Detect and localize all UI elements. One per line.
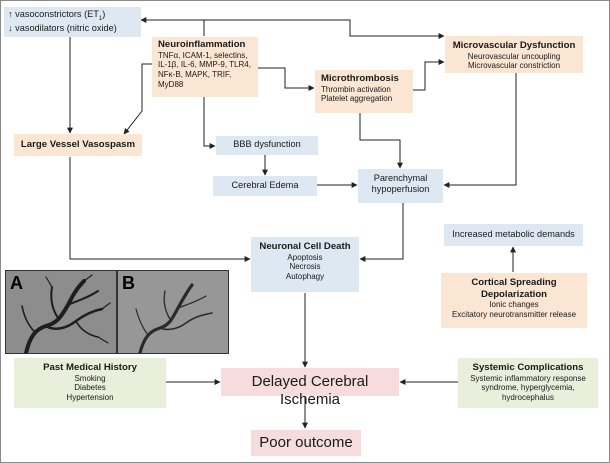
hypoperfusion-line: Parenchymal (373, 173, 428, 183)
neuroinflammation-box: Neuroinflammation TNFα, ICAM-1, selectin… (152, 37, 258, 97)
dci-label: Delayed Cerebral Ischemia (251, 373, 369, 409)
neuroinflammation-title: Neuroinflammation (158, 39, 246, 50)
systemic-line: hydrocephalus (501, 393, 555, 403)
microvascular-line: Microvascular constriction (467, 61, 561, 71)
arrow-hypoperfusion-to-neuronal-death (359, 203, 404, 262)
arrow-neuroinflammation-to-vasoactive (140, 17, 205, 36)
history-line: Diabetes (74, 383, 106, 393)
poor-outcome-box: Poor outcome (251, 430, 361, 456)
past-medical-history-box: Past Medical History Smoking Diabetes Hy… (14, 358, 166, 408)
cerebral-edema-box: Cerebral Edema (213, 176, 317, 196)
microthrombosis-box: Microthrombosis Thrombin activation Plat… (315, 70, 413, 113)
arrow-microvascular-to-hypoperfusion (443, 73, 517, 188)
outcome-label: Poor outcome (259, 434, 353, 451)
neuronal-death-line: Autophagy (285, 272, 325, 282)
csd-box: Cortical Spreading Depolarization Ionic … (441, 273, 587, 328)
angiogram-panel-a: A (5, 270, 117, 354)
history-line: Hypertension (66, 393, 114, 403)
angiogram-image-a (6, 271, 116, 353)
vasodilators-text: ↓ vasodilators (nitric oxide) (8, 23, 117, 34)
panel-label-b: B (122, 273, 135, 293)
systemic-line: Systemic inflammatory response (470, 373, 586, 383)
systemic-title: Systemic Complications (472, 362, 584, 373)
panel-label-a: A (10, 273, 23, 293)
neuronal-cell-death-box: Neuronal Cell Death Apoptosis Necrosis A… (251, 237, 359, 292)
microvascular-title: Microvascular Dysfunction (452, 40, 576, 51)
arrow-neuroinflammation-to-microthrombosis (258, 67, 315, 91)
arrow-to-microvascular-top (204, 19, 445, 39)
angiogram-image-b (118, 271, 228, 353)
arrow-microthrombosis-to-microvascular (413, 59, 445, 91)
neuroinflammation-line: IL-1β, IL-6, MMP-9, TLR4, (158, 60, 251, 70)
metabolic-demands-box: Increased metabolic demands (444, 224, 583, 246)
csd-line: Excitatory neurotransmitter release (451, 310, 577, 320)
angiogram-panel-b: B (117, 270, 229, 354)
microthrombosis-title: Microthrombosis (321, 73, 399, 84)
hypoperfusion-box: Parenchymal hypoperfusion (358, 169, 443, 203)
hypoperfusion-line: hypoperfusion (371, 184, 430, 195)
neuronal-death-title: Neuronal Cell Death (259, 241, 351, 252)
arrow-vasospasm-to-neuronal-death (69, 157, 251, 262)
systemic-complications-box: Systemic Complications Systemic inflamma… (458, 358, 598, 408)
vasoactive-box: ↑ vasoconstrictors (ET1) ↓ vasodilators … (4, 7, 141, 37)
csd-line: Ionic changes (489, 300, 539, 310)
neuroinflammation-line: TNFα, ICAM-1, selectins, (158, 50, 248, 60)
arrow-microthrombosis-to-hypoperfusion (359, 113, 403, 169)
arrow-neuroinflammation-to-bbb (203, 97, 216, 149)
bbb-label: BBB dysfunction (233, 139, 301, 149)
microvascular-line: Neurovascular uncoupling (467, 51, 561, 61)
bbb-dysfunction-box: BBB dysfunction (216, 136, 318, 155)
vasoconstrictors-text: ↑ vasoconstrictors (ET1) (8, 9, 106, 22)
vasospasm-label: Large Vessel Vasospasm (20, 139, 136, 150)
metabolic-label: Increased metabolic demands (452, 229, 575, 239)
microthrombosis-line: Thrombin activation (321, 84, 391, 94)
neuronal-death-line: Apoptosis (287, 252, 323, 262)
microvascular-dysfunction-box: Microvascular Dysfunction Neurovascular … (445, 36, 583, 73)
microthrombosis-line: Platelet aggregation (321, 94, 393, 104)
csd-title: Depolarization (480, 288, 548, 300)
vasospasm-box: Large Vessel Vasospasm (14, 134, 142, 156)
history-title: Past Medical History (43, 362, 137, 373)
neuroinflammation-line: NFκ-B, MAPK, TRIF, (158, 70, 232, 80)
neuroinflammation-line: MyD88 (158, 79, 184, 89)
neuronal-death-line: Necrosis (289, 262, 321, 272)
history-line: Smoking (74, 373, 106, 383)
systemic-line: syndrome, hyperglycemia, (481, 383, 575, 393)
dci-box: Delayed Cerebral Ischemia (221, 368, 399, 408)
csd-title: Cortical Spreading (471, 277, 557, 288)
edema-label: Cerebral Edema (231, 180, 299, 190)
arrow-neuroinflammation-to-vasospasm (123, 63, 152, 135)
